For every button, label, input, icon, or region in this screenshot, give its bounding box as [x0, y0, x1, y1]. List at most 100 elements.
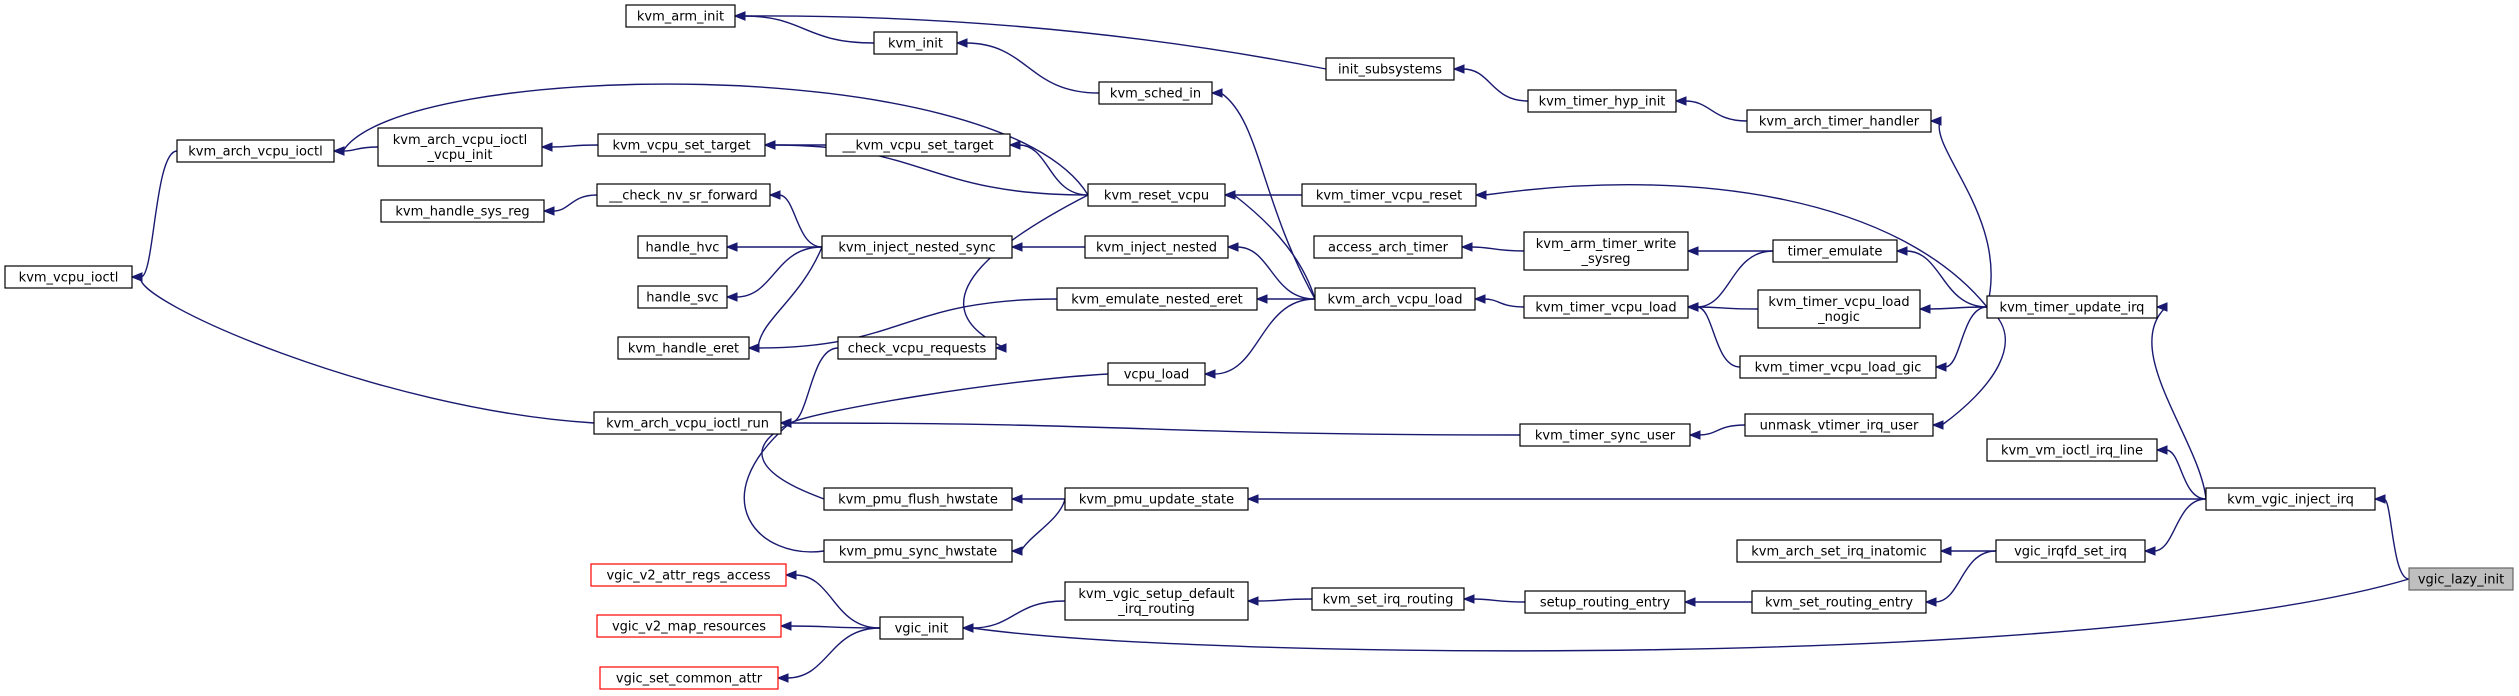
- node-kvm-arch-set-irq-inatomic[interactable]: kvm_arch_set_irq_inatomic: [1736, 539, 1942, 563]
- edge-init-subsystems-to-kvm-arm-init: [733, 11, 1327, 70]
- node-kvm-set-irq-routing[interactable]: kvm_set_irq_routing: [1311, 587, 1465, 611]
- node-handle-hvc[interactable]: handle_hvc: [637, 235, 728, 259]
- node-kvm-inject-nested[interactable]: kvm_inject_nested: [1084, 235, 1229, 259]
- node-vgic-v2-map-resources[interactable]: vgic_v2_map_resources: [596, 614, 782, 638]
- node-kvm-handle-eret[interactable]: kvm_handle_eret: [617, 336, 750, 360]
- node-kvm-init[interactable]: kvm_init: [873, 31, 958, 55]
- node-kvm-timer-vcpu-load[interactable]: kvm_timer_vcpu_load: [1523, 295, 1689, 319]
- node-check-vcpu-requests[interactable]: check_vcpu_requests: [837, 336, 997, 360]
- node-box: [1524, 590, 1686, 614]
- node-setup-routing-entry[interactable]: setup_routing_entry: [1524, 590, 1686, 614]
- node-label: kvm_timer_vcpu_load: [1768, 295, 1909, 310]
- node-kvm-vm-ioctl-irq-line[interactable]: kvm_vm_ioctl_irq_line: [1986, 438, 2158, 462]
- edge-arrowhead: [1688, 430, 1701, 440]
- node-label: kvm_arch_vcpu_ioctl: [393, 133, 528, 148]
- node-label: kvm_timer_update_irq: [2000, 301, 2145, 316]
- edge-line: [1018, 144, 1089, 196]
- node-label: kvm_arch_set_irq_inatomic: [1751, 545, 1926, 560]
- node-kvm-arch-vcpu-load[interactable]: kvm_arch_vcpu_load: [1314, 287, 1476, 311]
- node-access-arch-timer[interactable]: access_arch_timer: [1313, 235, 1463, 259]
- edge-arrowhead: [540, 142, 553, 152]
- node-box: [1314, 287, 1476, 311]
- node-box: [625, 4, 736, 28]
- node-kvm-timer-vcpu-load-gic[interactable]: kvm_timer_vcpu_load_gic: [1739, 355, 1937, 379]
- node-kvm-reset-vcpu[interactable]: kvm_reset_vcpu: [1087, 183, 1226, 207]
- node-vcpu-load[interactable]: vcpu_load: [1107, 362, 1206, 386]
- node-vgic-lazy-init[interactable]: vgic_lazy_init: [2408, 567, 2514, 591]
- edge-line: [140, 150, 178, 278]
- node-box: [1995, 539, 2146, 563]
- node-box: [1064, 581, 1249, 621]
- node-kvm-pmu-flush-hwstate[interactable]: kvm_pmu_flush_hwstate: [823, 487, 1013, 511]
- node-timer-emulate[interactable]: timer_emulate: [1772, 239, 1898, 263]
- node-label: access_arch_timer: [1328, 241, 1449, 256]
- node-label: kvm_arch_vcpu_ioctl_run: [606, 417, 769, 432]
- node-label: vcpu_load: [1124, 368, 1190, 383]
- node-init-subsystems[interactable]: init_subsystems: [1325, 57, 1455, 81]
- node-box: [1986, 438, 2158, 462]
- node-label: kvm_vcpu_ioctl: [19, 271, 119, 286]
- node-vgic-irqfd-set-irq[interactable]: vgic_irqfd_set_irq: [1995, 539, 2146, 563]
- node-kvm-vgic-inject-irq[interactable]: kvm_vgic_inject_irq: [2205, 487, 2376, 511]
- node-kvm-vgic-setup-default-irq-routing[interactable]: kvm_vgic_setup_default_irq_routing: [1064, 581, 1249, 621]
- node-box: [1772, 239, 1898, 263]
- node-label: vgic_v2_map_resources: [612, 620, 766, 635]
- node-box: [1751, 590, 1927, 614]
- edge-vgic-init-to-vgic-set-common-attr: [776, 627, 881, 683]
- edge-kvm-arch-vcpu-ioctl-run-to-kvm-vcpu-ioctl: [130, 272, 595, 424]
- edge-arrowhead: [725, 242, 738, 252]
- node-kvm-timer-hyp-init[interactable]: kvm_timer_hyp_init: [1527, 89, 1677, 113]
- node-box: [637, 235, 728, 259]
- node-kvm-timer-vcpu-load-nogic[interactable]: kvm_timer_vcpu_load_nogic: [1757, 289, 1921, 329]
- node-kvm-arch-vcpu-ioctl-vcpu-init[interactable]: kvm_arch_vcpu_ioctl_vcpu_init: [377, 127, 543, 167]
- edge-vgic-init-to-vgic-v2-attr-regs-access: [784, 570, 881, 629]
- node-label: kvm_timer_vcpu_load_gic: [1755, 361, 1922, 376]
- node---check-nv-sr-forward[interactable]: __check_nv_sr_forward: [596, 183, 771, 207]
- node-kvm-pmu-sync-hwstate[interactable]: kvm_pmu_sync_hwstate: [823, 539, 1013, 563]
- node-vgic-set-common-attr[interactable]: vgic_set_common_attr: [599, 666, 779, 690]
- edge-kvm-timer-vcpu-load-to-kvm-arch-vcpu-load: [1473, 294, 1525, 308]
- edge-line: [1020, 498, 1066, 552]
- node-kvm-timer-update-irq[interactable]: kvm_timer_update_irq: [1986, 295, 2158, 319]
- node-kvm-arch-timer-handler[interactable]: kvm_arch_timer_handler: [1746, 109, 1932, 133]
- edge-line: [965, 42, 1100, 94]
- node-vgic-v2-attr-regs-access[interactable]: vgic_v2_attr_regs_access: [590, 563, 787, 587]
- edge-arrowhead: [747, 343, 760, 353]
- node-kvm-arch-vcpu-ioctl-run[interactable]: kvm_arch_vcpu_ioctl_run: [593, 411, 782, 435]
- node-kvm-arm-timer-write-sysreg[interactable]: kvm_arm_timer_write_sysreg: [1523, 231, 1689, 271]
- edge-arrowhead: [1246, 596, 1259, 606]
- node-label: __kvm_vcpu_set_target: [841, 139, 993, 154]
- edge-kvm-vgic-inject-irq-to-vgic-irqfd-set-irq: [2143, 498, 2207, 556]
- edge-line: [743, 15, 875, 44]
- node-kvm-vcpu-set-target[interactable]: kvm_vcpu_set_target: [597, 133, 766, 157]
- node-kvm-timer-sync-user[interactable]: kvm_timer_sync_user: [1519, 423, 1691, 447]
- node-vgic-init[interactable]: vgic_init: [879, 616, 964, 640]
- node-label: handle_svc: [646, 291, 718, 306]
- node-unmask-vtimer-irq-user[interactable]: unmask_vtimer_irq_user: [1744, 413, 1934, 437]
- node-kvm-emulate-nested-eret[interactable]: kvm_emulate_nested_eret: [1056, 287, 1258, 311]
- edge-kvm-arm-timer-write-sysreg-to-access-arch-timer: [1460, 242, 1525, 252]
- edge-kvm-vgic-inject-irq-to-kvm-timer-update-irq: [2151, 302, 2207, 500]
- edge-kvm-vcpu-set-target-to-kvm-arch-vcpu-ioctl-vcpu-init: [540, 142, 599, 152]
- node-kvm-vcpu-ioctl[interactable]: kvm_vcpu_ioctl: [4, 265, 133, 289]
- node-kvm-set-routing-entry[interactable]: kvm_set_routing_entry: [1751, 590, 1927, 614]
- node-kvm-inject-nested-sync[interactable]: kvm_inject_nested_sync: [821, 235, 1013, 259]
- node-kvm-timer-vcpu-reset[interactable]: kvm_timer_vcpu_reset: [1301, 183, 1477, 207]
- node-label: _nogic: [1817, 310, 1860, 325]
- edge-kvm-timer-update-irq-to-kvm-timer-vcpu-load-nogic: [1918, 304, 1988, 314]
- edge-line: [757, 246, 823, 349]
- node-kvm-sched-in[interactable]: kvm_sched_in: [1098, 81, 1213, 105]
- node-label: kvm_timer_hyp_init: [1539, 95, 1666, 110]
- node-kvm-pmu-update-state[interactable]: kvm_pmu_update_state: [1064, 487, 1249, 511]
- node-kvm-handle-sys-reg[interactable]: kvm_handle_sys_reg: [380, 199, 545, 223]
- node-kvm-arch-vcpu-ioctl[interactable]: kvm_arch_vcpu_ioctl: [176, 139, 335, 163]
- edge-line: [789, 625, 881, 629]
- edge-arrowhead: [1934, 362, 1947, 372]
- node-kvm-arm-init[interactable]: kvm_arm_init: [625, 4, 736, 28]
- node---kvm-vcpu-set-target[interactable]: __kvm_vcpu_set_target: [825, 133, 1011, 157]
- edge-check-vcpu-requests-to-kvm-arch-vcpu-ioctl-run: [779, 347, 839, 428]
- edge-kvm-vgic-inject-irq-to-kvm-pmu-update-state: [1246, 494, 2206, 504]
- node-box: [617, 336, 750, 360]
- node-label: kvm_set_irq_routing: [1323, 593, 1454, 608]
- node-handle-svc[interactable]: handle_svc: [637, 285, 728, 309]
